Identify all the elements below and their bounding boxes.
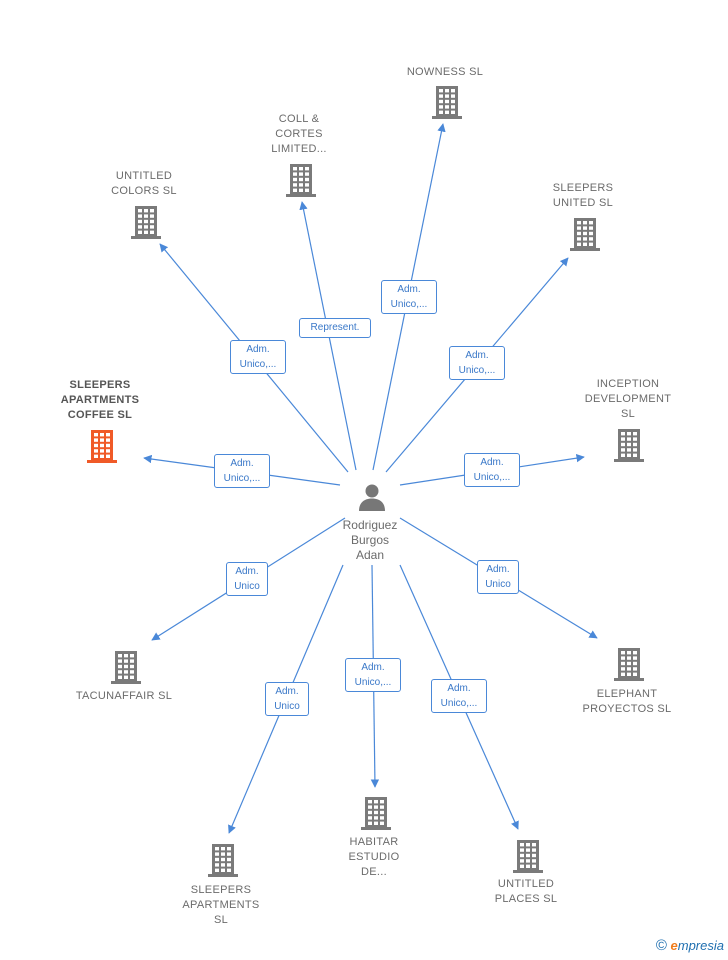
relation-label-habitar-estudio[interactable]: Adm. Unico,... <box>345 658 401 692</box>
brand-logo-text: mpresia <box>677 938 724 953</box>
company-node-sleepers-united[interactable] <box>570 217 600 256</box>
company-name-habitar-estudio[interactable]: HABITAR ESTUDIO DE... <box>348 836 400 878</box>
company-name-nowness[interactable]: NOWNESS SL <box>406 66 484 78</box>
building-icon <box>614 648 644 681</box>
company-node-sleepers-apartments[interactable] <box>208 843 238 882</box>
company-node-untitled-places[interactable] <box>513 839 543 878</box>
building-icon <box>570 218 600 251</box>
company-node-elephant-proyectos[interactable] <box>614 647 644 686</box>
building-icon <box>361 797 391 830</box>
person-name[interactable]: Rodriguez Burgos Adan <box>342 518 398 562</box>
company-name-tacunaffair[interactable]: TACUNAFFAIR SL <box>75 690 173 702</box>
company-name-untitled-colors[interactable]: UNTITLED COLORS SL <box>111 170 177 197</box>
person-icon <box>359 484 385 511</box>
relation-label-nowness[interactable]: Adm. Unico,... <box>381 280 437 314</box>
person-node[interactable] <box>358 483 386 516</box>
company-name-inception-development[interactable]: INCEPTION DEVELOPMENT SL <box>584 378 672 420</box>
relation-label-elephant-proyectos[interactable]: Adm. Unico <box>477 560 519 594</box>
company-node-untitled-colors[interactable] <box>131 205 161 244</box>
company-node-nowness[interactable] <box>432 85 462 124</box>
relation-label-tacunaffair[interactable]: Adm. Unico <box>226 562 268 596</box>
company-node-coll-cortes[interactable] <box>286 163 316 202</box>
company-node-habitar-estudio[interactable] <box>361 796 391 835</box>
company-name-coll-cortes[interactable]: COLL & CORTES LIMITED... <box>271 113 327 155</box>
company-node-inception-development[interactable] <box>614 428 644 467</box>
company-name-untitled-places[interactable]: UNTITLED PLACES SL <box>494 878 558 905</box>
company-name-elephant-proyectos[interactable]: ELEPHANT PROYECTOS SL <box>582 688 672 715</box>
building-icon <box>286 164 316 197</box>
footer-brand: © empresia <box>656 937 724 954</box>
company-name-sleepers-united[interactable]: SLEEPERS UNITED SL <box>552 182 614 209</box>
building-icon <box>87 430 117 463</box>
relation-label-inception-development[interactable]: Adm. Unico,... <box>464 453 520 487</box>
company-name-sleepers-apartments-coffee[interactable]: SLEEPERS APARTMENTS COFFEE SL <box>60 379 140 421</box>
relation-label-sleepers-apartments[interactable]: Adm. Unico <box>265 682 309 716</box>
building-icon <box>131 206 161 239</box>
building-icon <box>614 429 644 462</box>
relation-label-sleepers-united[interactable]: Adm. Unico,... <box>449 346 505 380</box>
company-node-sleepers-apartments-coffee[interactable] <box>87 429 117 468</box>
building-icon <box>513 840 543 873</box>
copyright-symbol: © <box>655 937 667 954</box>
company-node-tacunaffair[interactable] <box>111 650 141 689</box>
company-name-sleepers-apartments[interactable]: SLEEPERS APARTMENTS SL <box>182 884 260 926</box>
building-icon <box>208 844 238 877</box>
relation-label-untitled-colors[interactable]: Adm. Unico,... <box>230 340 286 374</box>
relation-label-sleepers-apartments-coffee[interactable]: Adm. Unico,... <box>214 454 270 488</box>
building-icon <box>111 651 141 684</box>
building-icon <box>432 86 462 119</box>
relation-label-coll-cortes[interactable]: Represent. <box>299 318 371 338</box>
brand-logo-initial: e <box>670 938 678 953</box>
relation-label-untitled-places[interactable]: Adm. Unico,... <box>431 679 487 713</box>
